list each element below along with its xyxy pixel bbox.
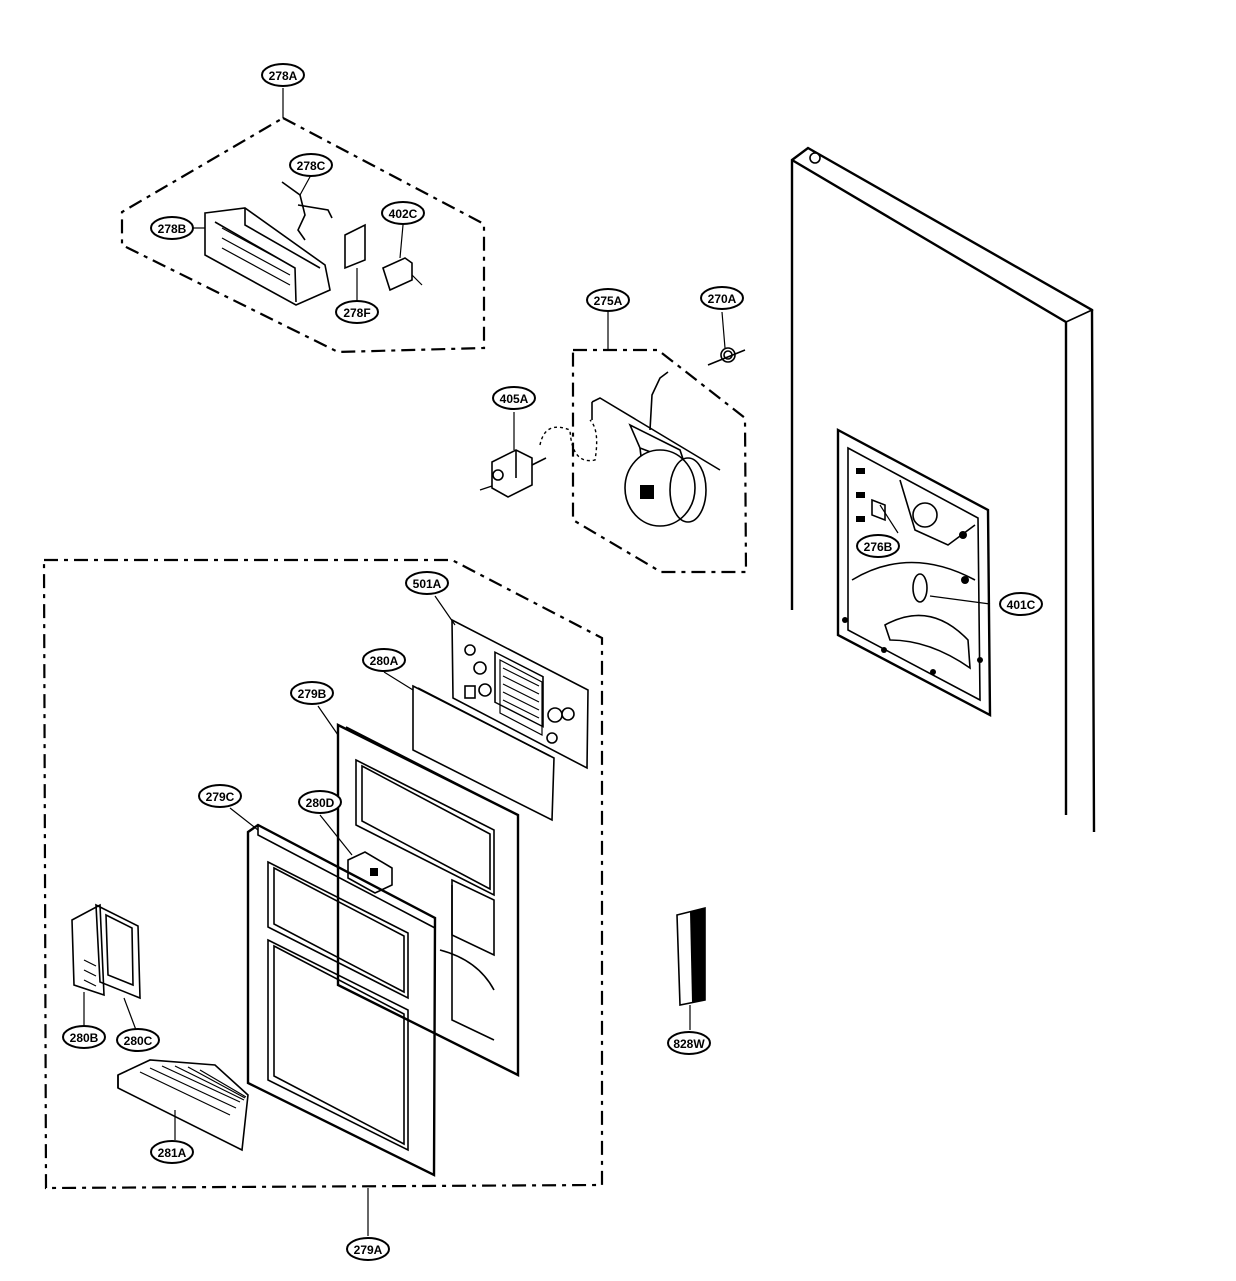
callout-oval xyxy=(381,201,425,225)
callout-label: 279B xyxy=(298,687,327,701)
callout-label: 405A xyxy=(500,392,529,406)
callout-280a: 280A xyxy=(362,648,406,672)
leader-lines xyxy=(879,504,991,605)
callout-276b: 276B xyxy=(856,534,900,558)
callout-label: 279A xyxy=(354,1243,383,1257)
part-278F-pad xyxy=(344,223,366,302)
callout-oval xyxy=(290,681,334,705)
group-279A-boundary xyxy=(42,558,604,1236)
callout-279c: 279C xyxy=(198,784,242,808)
callout-label: 280B xyxy=(70,1031,99,1045)
callout-oval xyxy=(261,63,305,87)
part-402C-switch xyxy=(382,224,423,292)
callout-278a: 278A xyxy=(261,63,305,87)
callout-501a: 501A xyxy=(405,571,449,595)
callout-278b: 278B xyxy=(150,216,194,240)
callout-oval xyxy=(150,1140,194,1164)
callout-label: 501A xyxy=(413,577,442,591)
part-280B-lever xyxy=(71,903,105,1028)
part-279B-frame xyxy=(317,705,520,1077)
refrigerator-door xyxy=(790,146,1096,833)
callout-280c: 280C xyxy=(116,1028,160,1052)
callout-label: 275A xyxy=(594,294,623,308)
callout-label: 402C xyxy=(389,207,418,221)
callout-oval xyxy=(150,216,194,240)
callout-label: 281A xyxy=(158,1146,187,1160)
group-275A-boundary xyxy=(571,312,748,574)
callout-label: 270A xyxy=(708,292,737,306)
callout-280b: 280B xyxy=(62,1025,106,1049)
callout-281a: 281A xyxy=(150,1140,194,1164)
callout-label: 278F xyxy=(343,306,370,320)
callout-270a: 270A xyxy=(700,286,744,310)
callout-label: 401C xyxy=(1007,598,1036,612)
callout-label: 278B xyxy=(158,222,187,236)
callout-oval xyxy=(856,534,900,558)
callout-oval xyxy=(999,592,1043,616)
part-405A-solenoid xyxy=(479,412,598,498)
callout-oval xyxy=(289,153,333,177)
dispenser-housing xyxy=(836,428,992,717)
callout-oval xyxy=(362,648,406,672)
callout-oval xyxy=(346,1237,390,1261)
callout-oval xyxy=(700,286,744,310)
part-280A-display xyxy=(383,671,555,822)
callout-oval xyxy=(198,784,242,808)
part-278C-clip xyxy=(281,174,333,241)
part-281A-drip-tray xyxy=(117,1059,249,1152)
part-280D-button xyxy=(319,814,393,894)
part-279C-cover xyxy=(229,807,437,1177)
callout-279a: 279A xyxy=(346,1237,390,1261)
callout-405a: 405A xyxy=(492,386,536,410)
callout-oval xyxy=(586,288,630,312)
callout-label: 280A xyxy=(370,654,399,668)
callout-401c: 401C xyxy=(999,592,1043,616)
callout-279b: 279B xyxy=(290,681,334,705)
callout-label: 280C xyxy=(124,1034,153,1048)
callout-label: 278A xyxy=(269,69,298,83)
callout-oval xyxy=(405,571,449,595)
callout-oval xyxy=(62,1025,106,1049)
callout-label: 280D xyxy=(306,796,335,810)
callout-label: 278C xyxy=(297,159,326,173)
callout-280d: 280D xyxy=(298,790,342,814)
callout-oval xyxy=(298,790,342,814)
part-275A-motor xyxy=(591,371,721,527)
callout-label: 828W xyxy=(673,1037,705,1051)
callout-278c: 278C xyxy=(289,153,333,177)
group-278A-boundary xyxy=(120,88,486,354)
callout-labels: 278A 278C 278B 402C 278F 275A 270A 405A 276B 401C… xyxy=(62,63,1043,1261)
callout-275a: 275A xyxy=(586,288,630,312)
callout-402c: 402C xyxy=(381,201,425,225)
callout-oval xyxy=(492,386,536,410)
callout-oval xyxy=(667,1031,711,1055)
callout-oval xyxy=(335,300,379,324)
part-270A-spring xyxy=(707,311,746,366)
callout-278f: 278F xyxy=(335,300,379,324)
callout-828w: 828W xyxy=(667,1031,711,1055)
callout-label: 279C xyxy=(206,790,235,804)
part-280C-lever-frame xyxy=(95,903,141,1031)
part-501A-control-board xyxy=(434,595,589,770)
part-278B-bracket xyxy=(190,207,331,306)
callout-label: 276B xyxy=(864,540,893,554)
callout-oval xyxy=(116,1028,160,1052)
part-828W-filter xyxy=(676,906,706,1030)
